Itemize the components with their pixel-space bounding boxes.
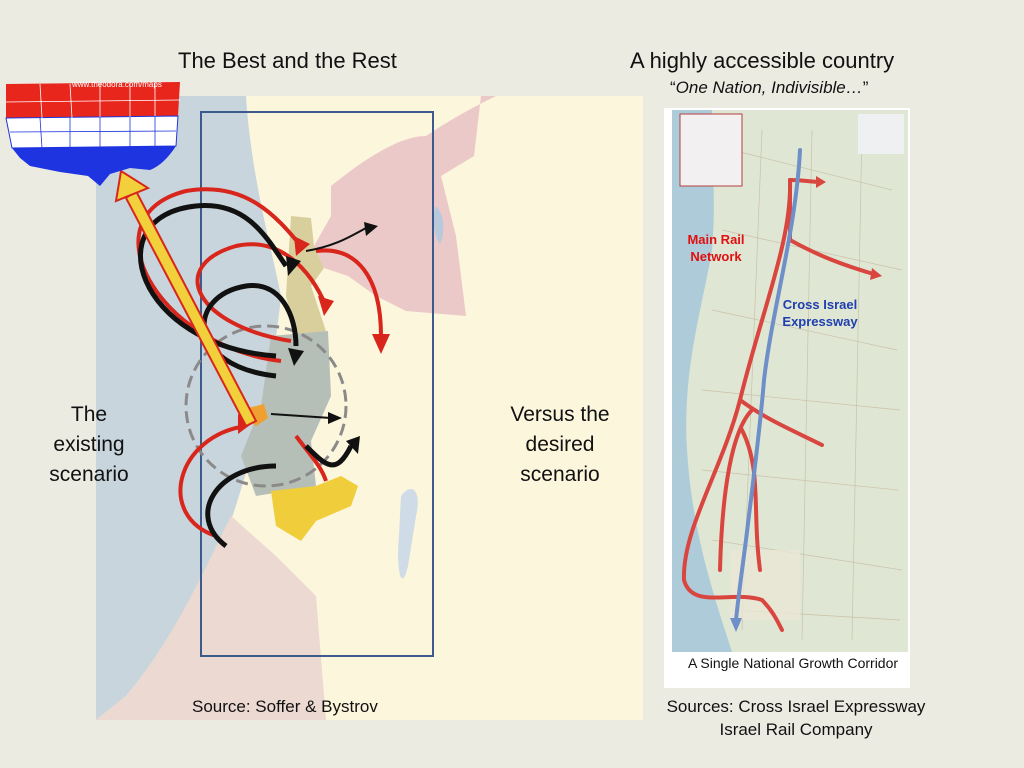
core-circle bbox=[184, 324, 348, 488]
yellow-region bbox=[271, 476, 358, 541]
focus-frame bbox=[200, 111, 434, 657]
southern-land bbox=[96, 516, 326, 720]
left-source: Source: Soffer & Bystrov bbox=[192, 697, 378, 716]
expressway-line bbox=[734, 148, 802, 622]
right-subtitle: “One Nation, Indivisible…” bbox=[670, 78, 869, 97]
northern-region bbox=[314, 96, 496, 316]
growth-corridor-caption: A Single National Growth Corridor bbox=[687, 655, 899, 671]
scenario-map bbox=[96, 96, 643, 720]
left-title: The Best and the Rest bbox=[178, 48, 397, 73]
expressway-label: Cross Israel Expressway bbox=[782, 297, 858, 329]
right-title: A highly accessible country bbox=[630, 48, 895, 73]
usa-map-watermark: www.theodora.com/maps bbox=[72, 80, 162, 89]
rail-map bbox=[672, 110, 908, 652]
right-source-line2: Israel Rail Company bbox=[719, 720, 873, 739]
existing-scenario-label: The existing scenario bbox=[49, 403, 129, 486]
dead-sea bbox=[398, 488, 418, 579]
desired-scenario-label: Versus the desired scenario bbox=[510, 403, 610, 486]
main-rail-label: Main Rail Network bbox=[687, 232, 745, 264]
usa-map bbox=[5, 82, 181, 186]
thin-arrows bbox=[270, 227, 367, 419]
right-source-line1: Sources: Cross Israel Expressway bbox=[666, 697, 926, 716]
rail-network-lines bbox=[681, 178, 879, 632]
